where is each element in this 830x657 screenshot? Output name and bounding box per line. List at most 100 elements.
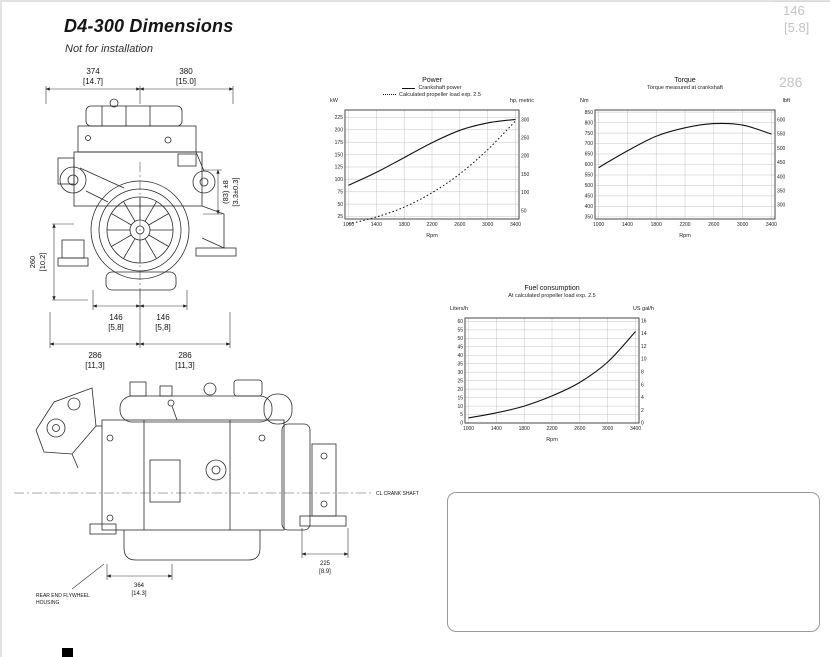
svg-text:35: 35	[457, 361, 463, 367]
svg-text:650: 650	[585, 152, 594, 158]
svg-text:30: 30	[457, 370, 463, 376]
svg-text:3400: 3400	[766, 222, 777, 228]
svg-text:2: 2	[641, 408, 644, 414]
engine-front-outline	[57, 98, 237, 312]
right-axis-unit: hp, metric	[509, 98, 534, 104]
flywheel-housing-label-line2: HOUSING	[36, 600, 59, 606]
dim-side-bottom-inch-label: [14.3]	[131, 591, 146, 597]
svg-text:0: 0	[460, 421, 463, 427]
svg-text:150: 150	[521, 172, 530, 178]
svg-text:1000: 1000	[343, 222, 354, 228]
svg-text:700: 700	[585, 141, 594, 147]
svg-text:Rpm: Rpm	[426, 233, 438, 239]
svg-text:2600: 2600	[574, 426, 585, 432]
svg-text:3000: 3000	[602, 426, 613, 432]
svg-text:0: 0	[641, 421, 644, 427]
svg-text:850: 850	[585, 110, 594, 116]
svg-text:500: 500	[585, 183, 594, 189]
svg-text:12: 12	[641, 344, 647, 350]
dim-side-bottom-label: 364	[134, 583, 145, 589]
power-chart-legend: Crankshaft power Calculated propeller lo…	[326, 85, 538, 98]
svg-text:16: 16	[641, 318, 647, 324]
svg-text:10: 10	[457, 404, 463, 410]
svg-text:450: 450	[777, 160, 786, 166]
svg-text:6: 6	[641, 382, 644, 388]
dim-83-label: (83) ±8	[221, 180, 230, 204]
engine-front-view-drawing: 374 [14.7] 380 [15.0] (83) ±8 [3.3±0.3] …	[28, 67, 240, 370]
svg-text:200: 200	[521, 154, 530, 160]
svg-text:200: 200	[335, 128, 344, 134]
svg-text:3400: 3400	[510, 222, 521, 228]
damper-spokes	[107, 197, 173, 263]
svg-text:1400: 1400	[622, 222, 633, 228]
power-axis-units: kW hp, metric	[326, 98, 538, 105]
svg-text:600: 600	[777, 117, 786, 123]
flywheel-housing-label-line1: REAR END FLYWHEEL	[36, 593, 90, 599]
dim-374-inch-label: [14.7]	[83, 77, 103, 86]
svg-text:8: 8	[641, 370, 644, 376]
svg-text:550: 550	[585, 173, 594, 179]
dim-260-inch-label: [10.2]	[38, 253, 47, 272]
svg-text:75: 75	[337, 190, 343, 196]
dim-146-left-inch-label: [5,8]	[108, 323, 124, 332]
torque-chart: Torque Torque measured at crankshaft Nm …	[576, 76, 794, 244]
torque-chart-legend: Torque measured at crankshaft	[576, 85, 794, 98]
svg-text:1800: 1800	[519, 426, 530, 432]
dim-286-right-label: 286	[178, 351, 192, 360]
dim-146-left-label: 146	[109, 313, 123, 322]
engine-side-view-drawing: CL CRANK SHAFT	[14, 379, 419, 606]
fuel-chart: Fuel consumption At calculated propeller…	[446, 284, 658, 448]
legend-row: Calculated propeller load exp. 2.5	[326, 92, 538, 99]
legend-label: Crankshaft power	[418, 85, 462, 91]
svg-text:2600: 2600	[708, 222, 719, 228]
crankshaft-centerline-label: CL CRANK SHAFT	[376, 491, 419, 497]
svg-text:25: 25	[457, 378, 463, 384]
svg-text:20: 20	[457, 387, 463, 393]
svg-text:250: 250	[521, 136, 530, 142]
dim-286-left-inch-label: [11,3]	[85, 361, 104, 370]
svg-text:125: 125	[335, 165, 344, 171]
legend-row: Crankshaft power	[326, 85, 538, 92]
dim-mount-inch-label: [8.9]	[319, 569, 331, 575]
fuel-chart-title: Fuel consumption	[524, 285, 580, 292]
dim-286-right-inch-label: [11,3]	[175, 361, 194, 370]
crop-artifact-146: 146	[783, 3, 805, 18]
scan-edge-top	[0, 0, 830, 2]
svg-text:500: 500	[777, 146, 786, 152]
dim-146-right-inch-label: [5,8]	[155, 323, 171, 332]
svg-text:350: 350	[777, 189, 786, 195]
crop-artifact-286: 286	[779, 74, 803, 90]
legend-label: Calculated propeller load exp. 2.5	[399, 91, 481, 98]
page-title: D4-300 Dimensions	[64, 16, 234, 36]
svg-text:750: 750	[585, 131, 594, 137]
left-axis-unit: Liters/h	[450, 306, 469, 312]
dim-146-right-label: 146	[156, 313, 170, 322]
legend-row: Torque measured at crankshaft	[576, 85, 794, 92]
engine-side-outline	[35, 379, 347, 561]
svg-text:1800: 1800	[399, 222, 410, 228]
svg-text:2200: 2200	[679, 222, 690, 228]
svg-text:100: 100	[335, 177, 344, 183]
svg-text:Rpm: Rpm	[679, 233, 691, 239]
fuel-chart-legend: At calculated propeller load exp. 2.5	[446, 293, 658, 306]
svg-text:400: 400	[777, 174, 786, 180]
svg-text:3400: 3400	[630, 426, 641, 432]
svg-text:1400: 1400	[491, 426, 502, 432]
side-view-dimension-lines	[71, 528, 349, 590]
legend-label: Torque measured at crankshaft	[647, 85, 723, 91]
svg-text:150: 150	[335, 152, 344, 158]
svg-text:1800: 1800	[651, 222, 662, 228]
svg-text:400: 400	[585, 204, 594, 210]
power-chart-title: Power	[422, 77, 442, 84]
svg-text:450: 450	[585, 194, 594, 200]
svg-text:350: 350	[585, 215, 594, 221]
svg-text:14: 14	[641, 331, 647, 337]
svg-text:300: 300	[521, 117, 530, 123]
dim-380-inch-label: [15.0]	[176, 77, 196, 86]
front-view-dimension-lines	[45, 86, 234, 348]
svg-text:175: 175	[335, 140, 344, 146]
dim-286-left-label: 286	[88, 351, 102, 360]
svg-text:1000: 1000	[593, 222, 604, 228]
solid-line-marker	[402, 87, 416, 89]
